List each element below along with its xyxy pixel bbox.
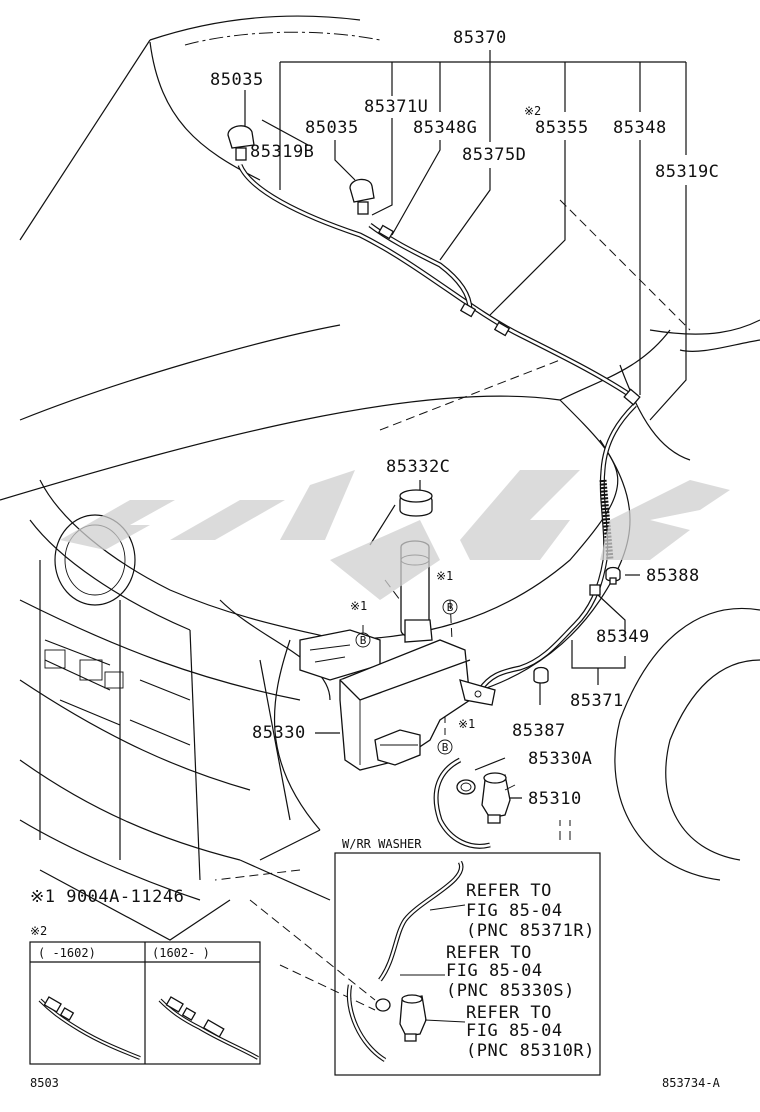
label-85371u: 85371U (364, 97, 428, 117)
bolt-marker-label: B (447, 601, 454, 614)
label-85387: 85387 (512, 721, 566, 741)
nozzle-85035-left (227, 125, 255, 161)
washer-reservoir-85330 (299, 619, 496, 771)
label-note1-b: ※1 (350, 599, 367, 613)
label-85310: 85310 (528, 789, 582, 809)
inset-ref2-line2: FIG 85-04 (446, 961, 543, 981)
inset-ref1-line2: FIG 85-04 (466, 901, 563, 921)
inset-rear-washer: W/RR WASHER REFER TO FIG 85-04 (PNC 8537… (334, 837, 601, 1076)
inset-title: W/RR WASHER (342, 837, 422, 851)
bolt-marker-b-3: B (437, 739, 453, 755)
filler-cap-85332c (399, 489, 433, 517)
label-85348: 85348 (613, 118, 667, 138)
label-85349: 85349 (596, 627, 650, 647)
inset-ref3-line1: REFER TO (466, 1003, 552, 1023)
inset-ref2-line3: (PNC 85330S) (446, 981, 575, 1001)
nozzle-85035-right (349, 178, 375, 215)
label-85332c: 85332C (386, 457, 450, 477)
note2-col1-header: ( -1602) (38, 946, 96, 960)
label-85370: 85370 (453, 28, 507, 48)
bolt-marker-b-2: B (442, 599, 458, 615)
label-note1-c: ※1 (458, 717, 475, 731)
bolt-marker-b-1: B (355, 625, 371, 648)
label-85371: 85371 (570, 691, 624, 711)
label-85355: 85355 (535, 118, 589, 138)
grommet-85330a (456, 779, 476, 795)
inset-ref3-line3: (PNC 85310R) (466, 1041, 595, 1061)
inset-ref2-line1: REFER TO (446, 943, 532, 963)
part-labels: 85370 85035 85371U 85035 85348G ※2 85355… (210, 28, 719, 809)
pump-85310 (481, 772, 516, 824)
clip-85387 (533, 666, 549, 684)
note1-text: ※1 9004A-11246 (30, 887, 184, 907)
label-85348g: 85348G (413, 118, 477, 138)
inset-ref1-line3: (PNC 85371R) (466, 921, 595, 941)
footer-right-code: 853734-A (662, 1076, 721, 1090)
label-85319b: 85319B (250, 142, 314, 162)
note2-col2-header: (1602- ) (152, 946, 210, 960)
footer-left-code: 8503 (30, 1076, 59, 1090)
label-85330a: 85330A (528, 749, 592, 769)
label-85035-a: 85035 (210, 70, 264, 90)
hoses (237, 163, 641, 849)
label-85375d: 85375D (462, 145, 526, 165)
label-85330: 85330 (252, 723, 306, 743)
callout-lines (214, 50, 687, 1011)
bolt-marker-label: B (360, 634, 367, 647)
notes: ※1 9004A-11246 ※2 ( -1602) (1602- ) (29, 887, 261, 1065)
label-85035-b: 85035 (305, 118, 359, 138)
note2-title: ※2 (30, 924, 47, 938)
label-note2-mark: ※2 (524, 104, 541, 118)
clip-85388 (605, 566, 621, 585)
bolt-marker-label: B (442, 741, 449, 754)
label-85319c: 85319C (655, 162, 719, 182)
vehicle-outline (0, 15, 760, 941)
inset-ref3-line2: FIG 85-04 (466, 1021, 563, 1041)
label-85388: 85388 (646, 566, 700, 586)
watermark-logo (60, 470, 730, 600)
inset-ref1-line1: REFER TO (466, 881, 552, 901)
label-note1-a: ※1 (436, 569, 453, 583)
